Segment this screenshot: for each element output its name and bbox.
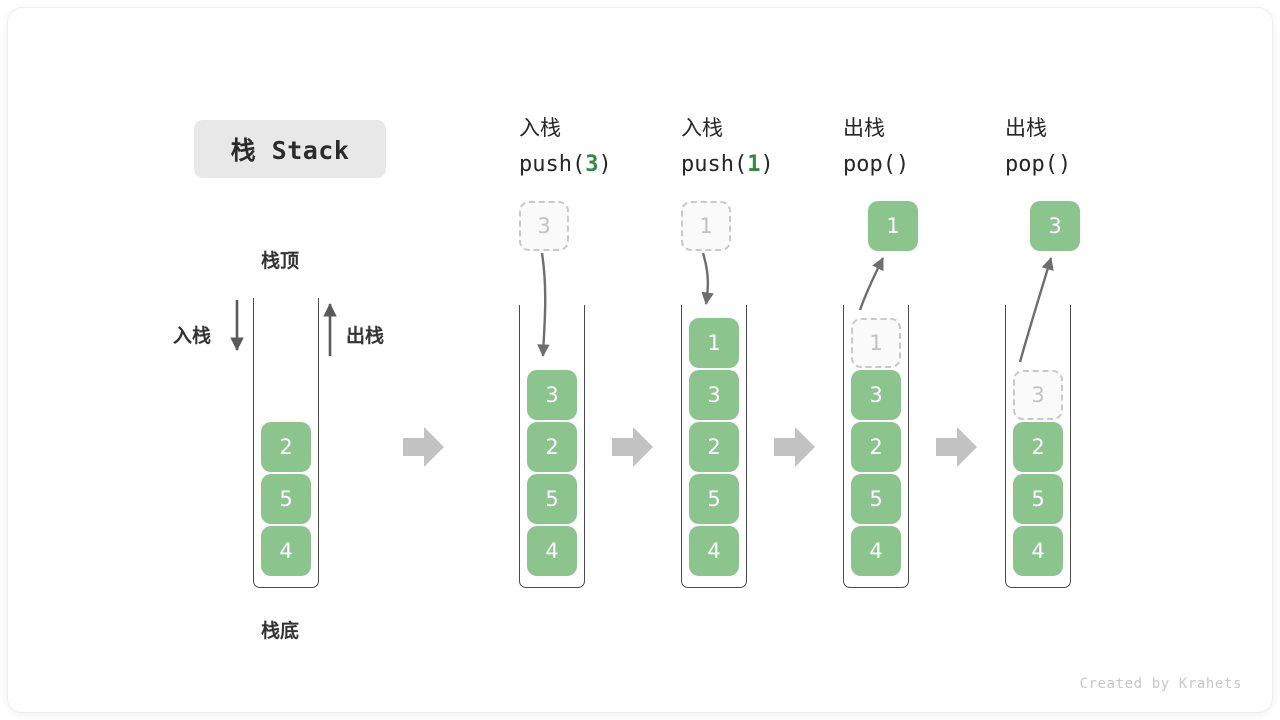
step-arrow-icon: [403, 427, 444, 467]
stack-cell: 2: [689, 422, 739, 472]
stack-cell: 5: [527, 474, 577, 524]
caption-code-prefix: pop(: [843, 152, 896, 177]
stack-cell: 2: [851, 422, 901, 472]
connector-overlay: [230, 252, 1054, 467]
step-arrow-icon: [612, 427, 653, 467]
stack-cell: 4: [261, 526, 311, 576]
stack-cell: 3: [527, 370, 577, 420]
stack-cell: 2: [261, 422, 311, 472]
stack-cell: 5: [261, 474, 311, 524]
column-caption-push-1: 入栈 push(1): [681, 110, 774, 183]
stack-cell: 5: [851, 474, 901, 524]
push-direction-label: 入栈: [173, 325, 212, 347]
popped-cell: 1: [868, 201, 918, 251]
push-flow-arrow-icon: [701, 252, 714, 305]
ghost-cell-removed: 3: [1013, 370, 1063, 420]
stack-cell: 4: [527, 526, 577, 576]
stack-cell: 3: [689, 370, 739, 420]
stack-frame-push-1: [681, 305, 747, 588]
ghost-cell-incoming: 1: [681, 201, 731, 251]
caption-cn-text: 入栈: [681, 116, 723, 140]
stack-cell: 4: [689, 526, 739, 576]
column-caption-push-3: 入栈 push(3): [519, 110, 612, 183]
caption-code-prefix: push(: [519, 152, 586, 177]
column-caption-pop-1: 出栈 pop(): [843, 110, 909, 183]
caption-cn-text: 入栈: [519, 116, 561, 140]
caption-code-prefix: push(: [681, 152, 748, 177]
caption-code-arg: 3: [585, 152, 599, 177]
caption-cn-text: 出栈: [843, 116, 885, 140]
stack-cell: 1: [689, 318, 739, 368]
stack-cell: 2: [527, 422, 577, 472]
diagram-card: 栈 Stack 栈顶 栈底 入栈 出栈 2 5 4 入栈 push(3) 3 3…: [8, 8, 1272, 712]
ghost-cell-incoming: 3: [519, 201, 569, 251]
stack-cell: 4: [851, 526, 901, 576]
caption-code-suffix: ): [598, 152, 612, 177]
caption-cn-text: 出栈: [1005, 116, 1047, 140]
stack-frame-pop-1: [843, 305, 909, 588]
title-badge: 栈 Stack: [194, 120, 386, 178]
step-arrow-icon: [936, 427, 977, 467]
stack-frame-push-3: [519, 305, 585, 588]
caption-code-suffix: ): [895, 152, 910, 177]
ghost-cell-removed: 1: [851, 318, 901, 368]
caption-code-prefix: pop(: [1005, 152, 1058, 177]
caption-code-suffix: ): [760, 152, 774, 177]
pop-direction-label: 出栈: [346, 325, 385, 347]
pop-flow-arrow-icon: [858, 257, 885, 311]
footer-credit: Created by Krahets: [1079, 676, 1242, 692]
stack-top-label: 栈顶: [261, 250, 300, 272]
caption-code-arg: 1: [747, 152, 761, 177]
stack-cell: 4: [1013, 526, 1063, 576]
stack-cell: 3: [851, 370, 901, 420]
stack-cell: 2: [1013, 422, 1063, 472]
stack-frame-pop-3: [1005, 305, 1071, 588]
step-arrow-icon: [774, 427, 815, 467]
stack-frame-initial: [253, 298, 319, 588]
column-caption-pop-3: 出栈 pop(): [1005, 110, 1071, 183]
stack-bottom-label: 栈底: [261, 620, 300, 642]
popped-cell: 3: [1030, 201, 1080, 251]
stack-cell: 5: [689, 474, 739, 524]
caption-code-suffix: ): [1057, 152, 1072, 177]
stack-cell: 5: [1013, 474, 1063, 524]
